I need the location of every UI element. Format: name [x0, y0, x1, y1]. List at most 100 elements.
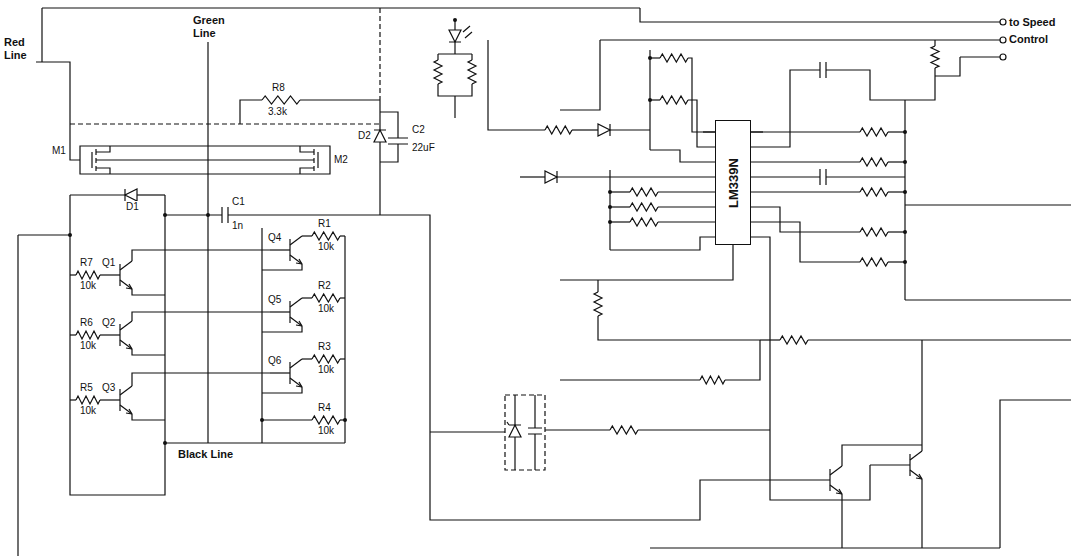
wire — [430, 431, 505, 432]
component-symbol — [296, 382, 302, 387]
part-name: Q1 — [102, 257, 115, 269]
component-symbol — [312, 294, 340, 302]
part-value: 3.3k — [268, 106, 287, 118]
component-symbol — [300, 146, 314, 152]
component-symbol — [528, 428, 542, 434]
wire — [270, 249, 290, 250]
wire — [610, 221, 630, 222]
wire — [688, 58, 715, 132]
wire — [921, 479, 922, 548]
component-symbol — [468, 60, 476, 84]
component-symbol — [96, 168, 110, 174]
wire — [609, 170, 610, 250]
wire — [36, 62, 70, 124]
part-name: R2 — [318, 280, 331, 292]
wire — [572, 129, 598, 130]
wire — [760, 339, 780, 340]
component-symbol — [820, 62, 826, 78]
component-symbol — [860, 128, 888, 136]
wire — [261, 228, 262, 443]
wire — [100, 334, 120, 335]
part-name: D2 — [358, 130, 371, 142]
component-symbol — [830, 485, 842, 494]
wire — [905, 299, 1071, 300]
part-name: R8 — [272, 82, 285, 94]
wire — [557, 176, 715, 177]
terminal-label: to Speed Control — [1009, 14, 1067, 48]
wire — [826, 176, 905, 177]
wire — [888, 231, 905, 232]
wire — [228, 215, 640, 520]
wire — [688, 100, 715, 147]
wire — [100, 274, 120, 275]
terminal-symbol — [1000, 37, 1006, 43]
component-symbol — [700, 376, 725, 384]
wire-label: Green Line — [193, 14, 233, 39]
wire — [207, 42, 208, 443]
wire — [751, 207, 860, 232]
junction-dot — [608, 190, 612, 194]
wire — [132, 349, 165, 355]
wire — [534, 395, 535, 428]
component-symbol — [312, 416, 340, 424]
diode-symbol — [598, 124, 610, 136]
wire — [340, 358, 345, 359]
junction-group — [68, 18, 907, 445]
wire — [888, 161, 905, 162]
component-symbol — [126, 409, 132, 414]
wire — [70, 124, 80, 160]
component-symbol — [296, 321, 302, 326]
component-symbol — [312, 355, 340, 363]
wire-group — [18, 8, 1071, 556]
wire — [650, 547, 1000, 548]
part-value: 10k — [80, 340, 96, 352]
wire — [658, 206, 715, 207]
diode-symbol — [125, 189, 137, 201]
component-symbol — [910, 451, 922, 460]
wire — [545, 429, 610, 430]
component-symbol-group — [76, 26, 939, 494]
wire — [302, 235, 312, 236]
wire — [488, 40, 545, 130]
terminal-group — [1000, 19, 1006, 60]
wire — [751, 176, 820, 177]
wire — [270, 372, 290, 373]
wire — [905, 68, 935, 100]
component-symbol — [931, 46, 939, 68]
component-symbol — [222, 207, 228, 223]
wire — [905, 204, 1071, 205]
wire — [610, 191, 630, 192]
part-name: Q3 — [102, 382, 115, 394]
wire — [262, 264, 302, 270]
component-symbol — [860, 188, 888, 196]
component-symbol — [317, 152, 318, 168]
part-name: R1 — [318, 218, 331, 230]
part-name: Q6 — [268, 355, 281, 367]
wire — [165, 214, 222, 215]
wire-label: Black Line — [178, 448, 233, 461]
wire — [658, 191, 715, 192]
wire — [438, 84, 472, 96]
junction-dot — [608, 205, 612, 209]
component-symbol — [76, 271, 100, 279]
wire — [132, 373, 270, 386]
component-symbol — [289, 301, 290, 323]
part-name: R7 — [80, 257, 93, 269]
part-name: C2 — [412, 124, 425, 136]
component-symbol — [91, 152, 92, 168]
part-name: D1 — [126, 201, 139, 213]
wire — [70, 195, 165, 495]
wire — [658, 221, 715, 222]
wire — [340, 297, 345, 298]
component-symbol — [909, 454, 910, 476]
component-symbol — [120, 321, 132, 330]
wire — [454, 96, 455, 118]
component-symbol — [860, 258, 888, 266]
wire — [70, 194, 125, 195]
component-symbol — [290, 378, 302, 387]
wire — [934, 40, 935, 46]
wire — [471, 54, 472, 60]
wire — [600, 39, 1000, 40]
wire — [438, 53, 472, 54]
